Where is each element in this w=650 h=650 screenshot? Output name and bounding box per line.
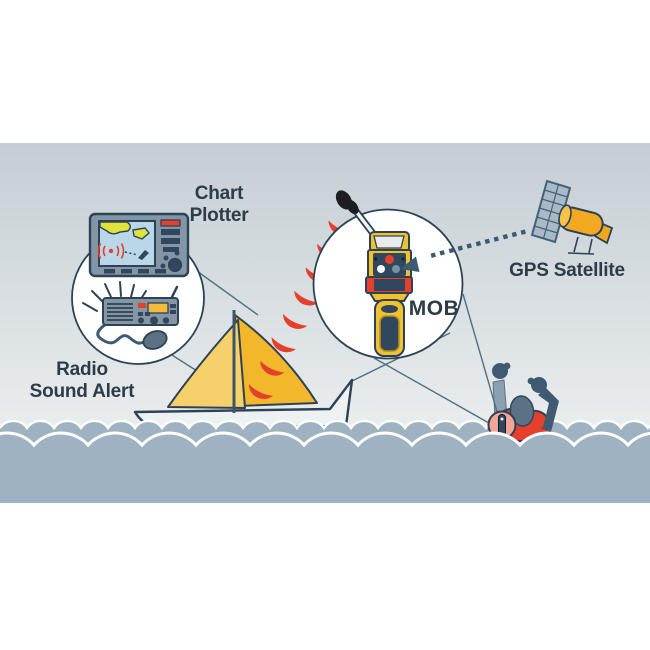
labels: Chart Plotter Radio Sound Alert MOB GPS … [30, 183, 625, 402]
speaker-grille [107, 303, 133, 321]
mob-beacon-callout [312, 190, 464, 360]
radio-label-line1: Radio [56, 359, 108, 380]
water-surface-row2 [0, 431, 650, 503]
swimmer-head [509, 395, 535, 427]
arrowhead [400, 256, 420, 272]
radio-label-line2: Sound Alert [30, 381, 136, 402]
mainsail [234, 314, 318, 407]
chart-plotter-device [88, 212, 190, 278]
plotter-knob [167, 257, 183, 273]
map-landmass [99, 221, 131, 235]
mob-signal-map-icon [97, 243, 125, 259]
beacon-red-button [385, 255, 394, 264]
swimmer-right-arm [538, 388, 559, 432]
swimmer-right-mitten [527, 377, 547, 393]
swimmer-left-mitten [492, 362, 511, 379]
radio-microphone [142, 330, 168, 350]
boat-cursor-icon [138, 250, 149, 260]
radio-display [147, 302, 169, 314]
beacon-gray-button [392, 265, 400, 273]
radio-red-button [138, 303, 146, 308]
gps-signal-dotted-arrow [400, 229, 526, 272]
chart-plotter-label-line2: Plotter [190, 205, 250, 226]
radio-knob [150, 316, 158, 325]
sailboat [133, 310, 354, 430]
mob-label: MOB [409, 297, 460, 320]
plotter-red-button [160, 219, 181, 227]
beacon-white-button [377, 265, 385, 273]
gps-satellite-label: GPS Satellite [509, 260, 625, 281]
gps-satellite [530, 179, 614, 255]
chart-plotter-label-line1: Chart [195, 183, 244, 204]
jib-sail [167, 319, 246, 409]
solar-panel-grid [534, 184, 568, 239]
beacon-collar [368, 292, 411, 302]
satellite-body [558, 204, 614, 255]
mob-callout-connector-lines [373, 293, 501, 428]
mic-cord [96, 322, 148, 345]
mob-beacon-device [335, 190, 413, 357]
cockpit-equipment-callout [71, 212, 205, 365]
marine-radio-device [96, 285, 179, 350]
map-island [132, 227, 150, 240]
